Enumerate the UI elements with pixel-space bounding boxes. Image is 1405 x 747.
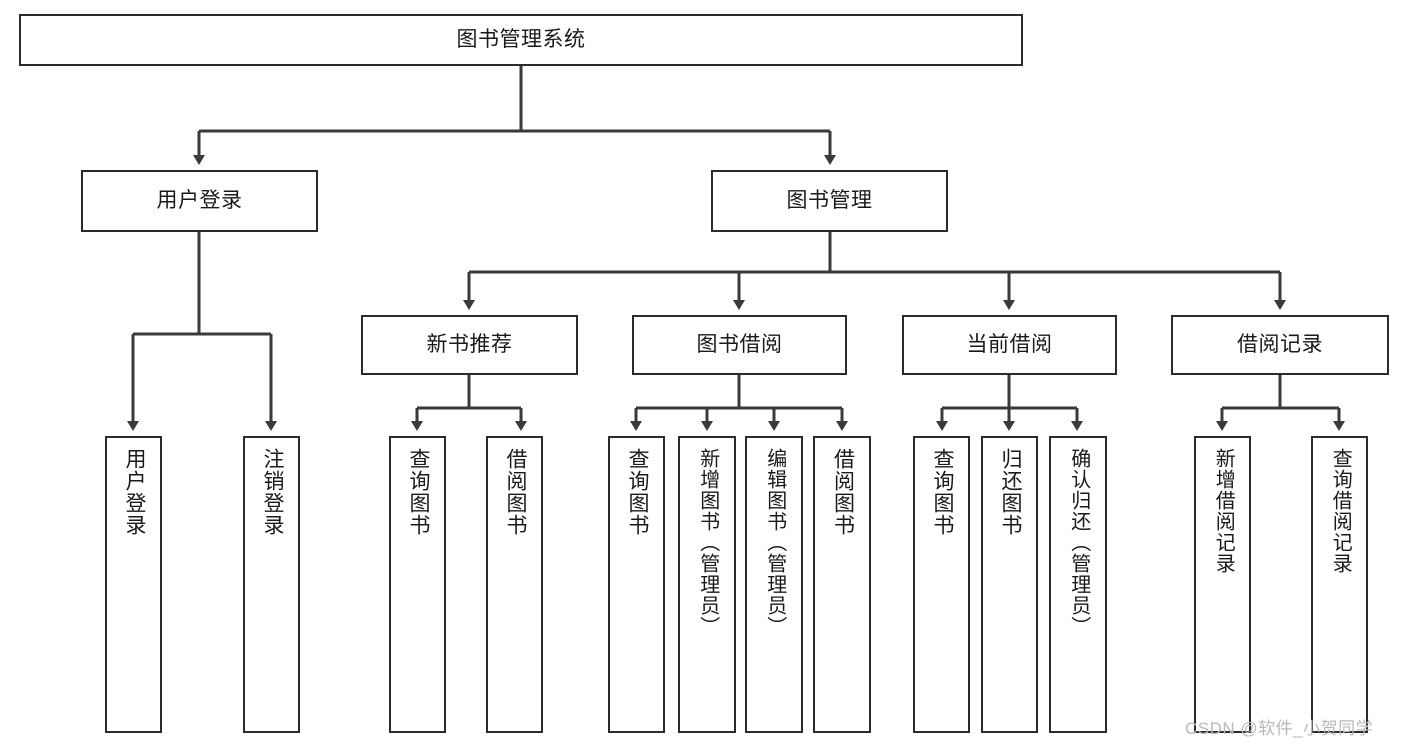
- node-book-borrow-label: 图书借阅: [696, 332, 783, 356]
- node-leaf-confirm-return-label: 确认归还（管理员）: [1067, 448, 1090, 637]
- node-root-label: 图书管理系统: [456, 27, 586, 51]
- node-leaf-borrow-book-1[interactable]: 借阅图书: [486, 436, 543, 733]
- node-borrow-record[interactable]: 借阅记录: [1171, 315, 1389, 375]
- node-leaf-add-book-label: 新增图书（管理员）: [696, 448, 719, 637]
- node-current-borrow[interactable]: 当前借阅: [902, 315, 1117, 375]
- node-leaf-query-record-label: 查询借阅记录: [1329, 448, 1352, 574]
- node-leaf-borrow-book-2[interactable]: 借阅图书: [813, 436, 871, 733]
- node-leaf-logout-login[interactable]: 注销登录: [243, 436, 300, 733]
- node-user-login[interactable]: 用户登录: [81, 170, 318, 232]
- node-leaf-edit-book-label: 编辑图书（管理员）: [763, 448, 786, 637]
- node-leaf-return-book[interactable]: 归还图书: [981, 436, 1038, 733]
- node-leaf-query-book-3-label: 查询图书: [930, 448, 954, 536]
- node-leaf-add-book[interactable]: 新增图书（管理员）: [678, 436, 736, 733]
- node-leaf-query-book-1[interactable]: 查询图书: [389, 436, 446, 733]
- node-root[interactable]: 图书管理系统: [19, 14, 1023, 66]
- node-new-book-recommend-label: 新书推荐: [426, 332, 513, 356]
- node-leaf-confirm-return[interactable]: 确认归还（管理员）: [1049, 436, 1107, 733]
- node-leaf-query-record[interactable]: 查询借阅记录: [1311, 436, 1368, 733]
- node-book-borrow[interactable]: 图书借阅: [632, 315, 847, 375]
- node-leaf-query-book-1-label: 查询图书: [406, 448, 430, 536]
- node-leaf-logout-login-label: 注销登录: [260, 448, 284, 536]
- node-current-borrow-label: 当前借阅: [966, 332, 1053, 356]
- node-leaf-query-book-2-label: 查询图书: [625, 448, 649, 536]
- node-leaf-query-book-3[interactable]: 查询图书: [913, 436, 970, 733]
- node-book-management-label: 图书管理: [786, 188, 873, 212]
- node-user-login-label: 用户登录: [156, 188, 243, 212]
- node-leaf-user-login[interactable]: 用户登录: [105, 436, 162, 733]
- node-leaf-borrow-book-1-label: 借阅图书: [503, 448, 527, 536]
- node-book-management[interactable]: 图书管理: [711, 170, 948, 232]
- watermark-text: CSDN @软件_小贺同学: [1185, 719, 1374, 738]
- node-leaf-user-login-label: 用户登录: [122, 448, 146, 536]
- node-leaf-borrow-book-2-label: 借阅图书: [831, 448, 855, 536]
- node-new-book-recommend[interactable]: 新书推荐: [361, 315, 578, 375]
- node-leaf-add-record-label: 新增借阅记录: [1212, 448, 1235, 574]
- node-leaf-add-record[interactable]: 新增借阅记录: [1194, 436, 1251, 733]
- node-leaf-query-book-2[interactable]: 查询图书: [608, 436, 665, 733]
- node-leaf-edit-book[interactable]: 编辑图书（管理员）: [745, 436, 803, 733]
- node-leaf-return-book-label: 归还图书: [998, 448, 1022, 536]
- node-borrow-record-label: 借阅记录: [1237, 332, 1323, 356]
